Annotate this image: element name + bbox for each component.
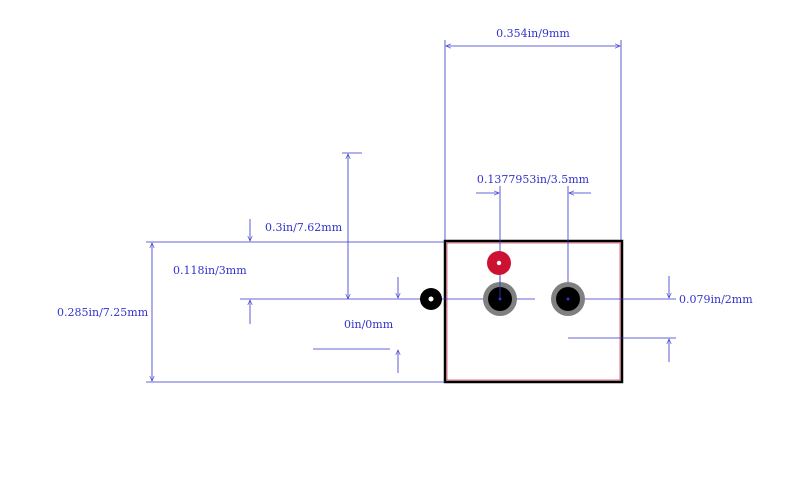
reference-lines xyxy=(146,241,676,383)
origin-marker xyxy=(420,288,442,310)
pad-2 xyxy=(551,282,585,316)
pin1-marker xyxy=(487,251,511,275)
component-outline xyxy=(443,239,624,384)
label-offset-top: 0.3in/7.62mm xyxy=(265,221,343,234)
label-width-total: 0.354in/9mm xyxy=(496,27,570,40)
label-origin: 0in/0mm xyxy=(344,318,394,331)
component-inner-outline xyxy=(446,242,621,381)
label-height-total: 0.285in/7.25mm xyxy=(57,306,149,319)
label-pin-offset: 0.118in/3mm xyxy=(173,264,247,277)
label-right-offset: 0.079in/2mm xyxy=(679,293,753,306)
pad-1 xyxy=(483,282,517,316)
label-pitch: 0.1377953in/3.5mm xyxy=(477,173,590,186)
dimension-offset-top xyxy=(250,152,362,324)
dimension-width-total xyxy=(444,40,622,240)
